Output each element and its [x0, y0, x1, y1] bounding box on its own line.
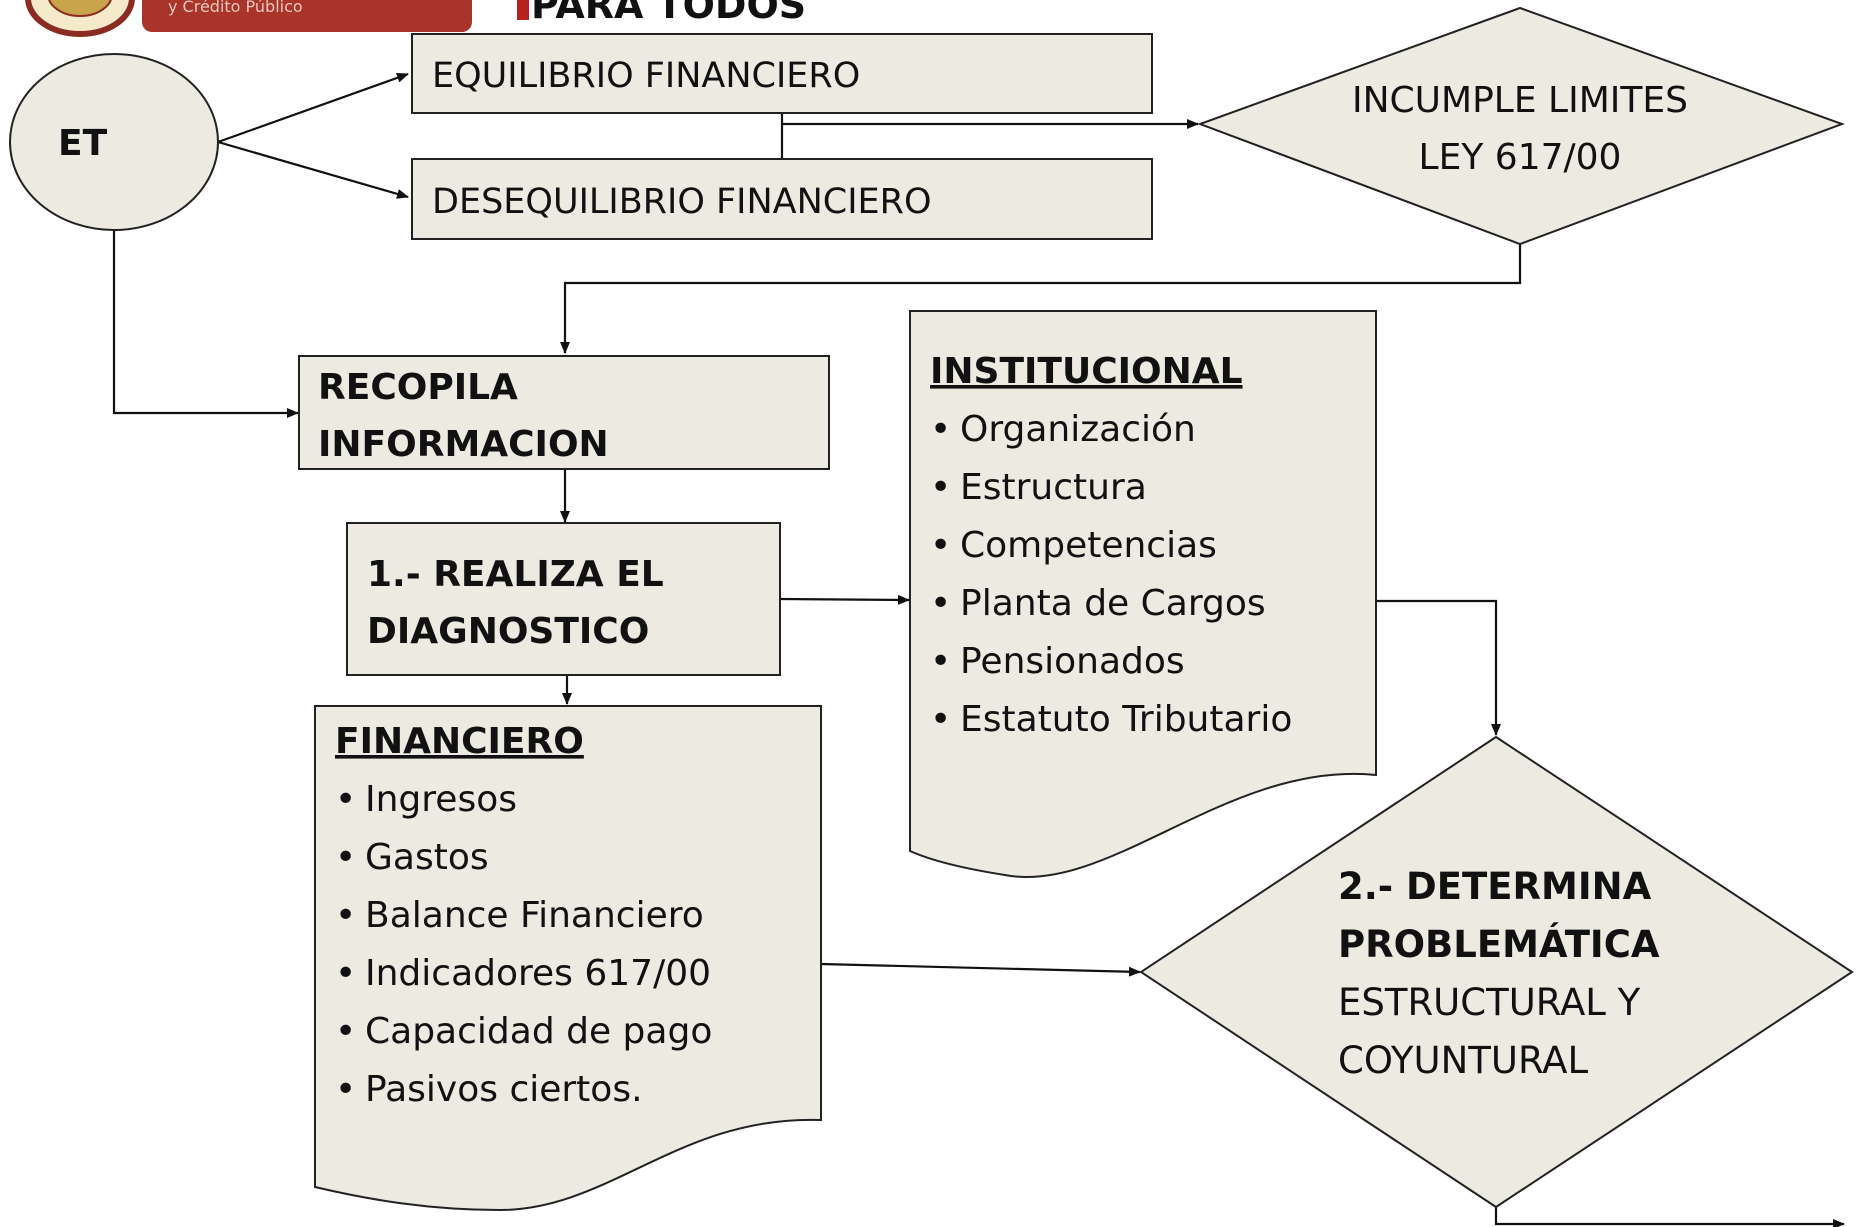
institucional-item: Planta de Cargos — [960, 583, 1266, 624]
diagnostico-line-1: 1.- REALIZA EL — [367, 554, 664, 595]
institucional-item: Organización — [960, 409, 1196, 450]
financiero-bullet: • — [335, 837, 356, 878]
et-to-desequilibrio-arrow — [217, 140, 409, 199]
institucional-bullet: • — [930, 409, 951, 450]
financiero-title: FINANCIERO — [335, 721, 584, 762]
institucional-bullet: • — [930, 583, 951, 624]
institucional-bullet: • — [930, 467, 951, 508]
determina-decision: 2.- DETERMINA PROBLEMÁTICA ESTRUCTURAL Y… — [1139, 735, 1854, 1209]
institucional-bullet: • — [930, 641, 951, 682]
equilibrio-node: EQUILIBRIO FINANCIERO — [411, 33, 1153, 114]
institucional-item: Competencias — [960, 525, 1217, 566]
determina-line-2: PROBLEMÁTICA — [1338, 922, 1660, 966]
banner-text: PARA TODOS — [531, 0, 806, 27]
institucional-bullet: • — [930, 525, 951, 566]
recopila-node: RECOPILA INFORMACION — [298, 355, 830, 470]
financiero-document: FINANCIERO •Ingresos•Gastos•Balance Fina… — [314, 705, 822, 1212]
financiero-to-determina-arrow — [820, 962, 1141, 977]
financiero-bullet: • — [335, 779, 356, 820]
incumple-to-recopila-arrow — [560, 244, 1522, 354]
financiero-item: Capacidad de pago — [365, 1011, 712, 1052]
recopila-line-2: INFORMACION — [318, 424, 609, 465]
determina-line-1: 2.- DETERMINA — [1338, 865, 1652, 908]
desequilibrio-node: DESEQUILIBRIO FINANCIERO — [411, 158, 1153, 240]
ministry-name-banner: y Crédito Público — [142, 0, 472, 32]
incumple-line-2: LEY 617/00 — [1419, 137, 1622, 178]
financiero-bullet: • — [335, 1011, 356, 1052]
institucional-bullet: • — [930, 699, 951, 740]
et-node: ET — [9, 53, 219, 231]
financiero-bullet: • — [335, 1069, 356, 1110]
financiero-item: Balance Financiero — [365, 895, 704, 936]
ministry-seal-logo — [25, 0, 135, 37]
connectors — [112, 72, 1845, 1227]
financiero-item: Pasivos ciertos. — [365, 1069, 643, 1110]
determina-exit-arrow — [1494, 1207, 1845, 1227]
financiero-item: Gastos — [365, 837, 489, 878]
et-to-recopila-arrow — [112, 230, 299, 418]
institucional-item: Pensionados — [960, 641, 1185, 682]
et-label: ET — [58, 123, 108, 164]
institucional-to-determina-arrow — [1376, 599, 1501, 736]
et-to-equilibrio-arrow — [217, 72, 409, 144]
diagnostico-to-institucional-arrow — [779, 594, 910, 605]
equilibrio-label: EQUILIBRIO FINANCIERO — [432, 56, 860, 96]
recopila-line-1: RECOPILA — [318, 367, 518, 408]
financiero-item: Ingresos — [365, 779, 517, 820]
institucional-title: INSTITUCIONAL — [930, 351, 1243, 392]
diagnostico-line-2: DIAGNOSTICO — [367, 611, 649, 652]
determina-line-3: ESTRUCTURAL Y — [1338, 981, 1641, 1024]
diagnostico-node: 1.- REALIZA EL DIAGNOSTICO — [346, 522, 781, 676]
financiero-bullet: • — [335, 895, 356, 936]
logo-caption: y Crédito Público — [168, 0, 303, 16]
determina-line-4: COYUNTURAL — [1338, 1039, 1588, 1082]
institucional-document: INSTITUCIONAL •Organización•Estructura•C… — [909, 310, 1377, 878]
incumple-decision: INCUMPLE LIMITES LEY 617/00 — [1197, 6, 1845, 246]
financiero-bullet: • — [335, 953, 356, 994]
desequilibrio-label: DESEQUILIBRIO FINANCIERO — [432, 182, 932, 222]
para-todos-banner: PARA TODOS — [517, 0, 806, 27]
institucional-item: Estatuto Tributario — [960, 699, 1292, 740]
financiero-items: •Ingresos•Gastos•Balance Financiero•Indi… — [335, 779, 712, 1110]
incumple-line-1: INCUMPLE LIMITES — [1352, 80, 1688, 121]
institucional-item: Estructura — [960, 467, 1147, 508]
financiero-item: Indicadores 617/00 — [365, 953, 711, 994]
institucional-items: •Organización•Estructura•Competencias•Pl… — [930, 409, 1292, 740]
